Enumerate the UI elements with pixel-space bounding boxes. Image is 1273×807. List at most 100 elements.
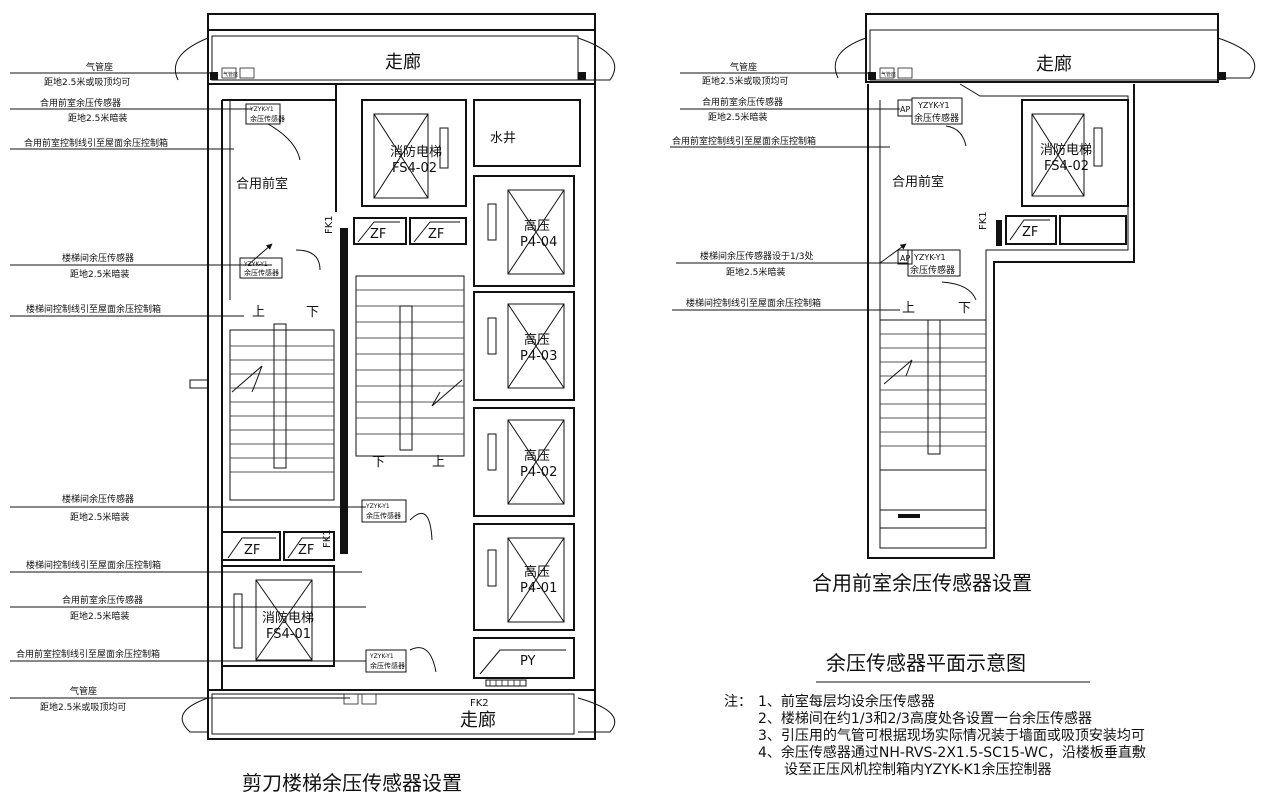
balcony-left-bottom (181, 697, 209, 733)
stair-up-label: 上 (252, 305, 265, 320)
sensor-box (245, 103, 281, 125)
elevator-top-code: FS4-02 (392, 161, 437, 176)
water-shaft-label: 水井 (490, 131, 516, 146)
callout-title: 楼梯间控制线引至屋面余压控制箱 (26, 303, 161, 315)
stair-right-plan: 上 下 (879, 301, 987, 529)
hv-shaft-name: 高压 (524, 332, 550, 348)
right-callouts: 气管座 距地2.5米或吸顶均可 合用前室余压传感器 距地2.5米暗装 合用前室控… (670, 61, 908, 311)
elevator-right-code: FS4-02 (1044, 159, 1089, 174)
callout-title: 气管座 (86, 61, 113, 73)
callout-title: 楼梯间余压传感器 (62, 493, 134, 505)
corridor-right-label: 走廊 (1036, 54, 1072, 75)
sensor-model: YZYK-Y1 (249, 106, 274, 113)
elevator-right-name: 消防电梯 (1040, 142, 1092, 158)
callout-title: 合用前室余压传感器 (702, 96, 783, 108)
corridor-bottom (211, 693, 575, 735)
corridor-top (211, 35, 579, 81)
stair-down-label: 下 (958, 301, 971, 316)
callout-title: 合用前室余压传感器 (40, 97, 121, 109)
stair-left: 上 下 (229, 305, 335, 501)
callout-title: 合用前室余压传感器 (62, 594, 143, 606)
left-plan-outline (207, 13, 596, 740)
callout-detail: 距地2.5米或吸顶均可 (44, 76, 130, 88)
zf-label: ZF (428, 227, 444, 242)
balcony-r-left (834, 37, 867, 79)
elevator-top (361, 99, 467, 207)
notes-block: 注： 1、前室每层均设余压传感器 2、楼梯间在约1/3和2/3高度处各设置一台余压… (724, 694, 1146, 779)
zf-label: ZF (244, 543, 260, 558)
balcony-right-top (577, 37, 616, 81)
sensor-label: 余压传感器 (250, 114, 285, 123)
sensor-model: YZYK-Y1 (913, 253, 946, 262)
sensor-label: 余压传感器 (370, 661, 405, 670)
zf-label: ZF (1022, 225, 1038, 240)
gas-tag: 气管座 (223, 71, 238, 78)
sensor-label: 余压传感器 (366, 511, 401, 520)
left-callouts: 气管座 距地2.5米或吸顶均可 合用前室余压传感器 距地2.5米暗装 合用前室控… (10, 61, 366, 713)
notes-prefix: 注： (724, 694, 752, 710)
hv-shaft-name: 高压 (524, 218, 550, 234)
note-row: 注： 1、前室每层均设余压传感器 (724, 694, 1146, 711)
sensor-model: YZYK-Y1 (917, 101, 950, 110)
right-plan: 气管座 走廊 合用前室 消防电梯 FS4-02 ZF FK1 AP YZYK-Y… (834, 13, 1256, 559)
note-row: 设至正压风机控制箱内YZYK-K1余压控制器 (724, 762, 1146, 779)
stair-up-label: 上 (432, 455, 445, 470)
hv-shaft-code: P4-02 (520, 465, 557, 480)
callout-title: 楼梯间余压传感器设于1/3处 (700, 250, 814, 262)
note-item: 2、楼梯间在约1/3和2/3高度处各设置一台余压传感器 (758, 711, 1092, 727)
callout-detail: 距地2.5米暗装 (70, 511, 129, 523)
balcony-r-right (1217, 37, 1256, 79)
right-plan-title: 合用前室余压传感器设置 (812, 571, 1032, 595)
zf-label: ZF (370, 227, 386, 242)
elevator-bottom (221, 565, 335, 667)
callout-title: 合用前室控制线引至屋面余压控制箱 (16, 648, 160, 660)
sensor-model: YZYK-Y1 (369, 653, 394, 660)
sensor-box (239, 257, 283, 279)
hv-shaft-code: P4-03 (520, 349, 557, 364)
corridor-right (869, 29, 1219, 81)
callout-title: 气管座 (730, 61, 757, 73)
hv-shaft-code: P4-04 (520, 235, 557, 250)
py-label: PY (520, 654, 536, 669)
hv-shaft-code: P4-01 (520, 581, 557, 596)
callout-title: 合用前室控制线引至屋面余压控制箱 (24, 137, 168, 149)
callout-detail: 距地2.5米暗装 (70, 268, 129, 280)
callout-detail: 距地2.5米暗装 (68, 112, 127, 124)
callout-title: 合用前室控制线引至屋面余压控制箱 (672, 135, 816, 147)
ap-label: AP (900, 254, 910, 263)
callout-detail: 距地2.5米暗装 (726, 266, 785, 278)
py-shaft (473, 637, 575, 679)
elevator-top-name: 消防电梯 (390, 144, 442, 160)
note-item: 3、引压用的气管可根据现场实际情况装于墙面或吸顶安装均可 (758, 728, 1145, 744)
stair-up-label: 上 (902, 301, 915, 316)
balcony-right-bottom (577, 697, 616, 733)
callout-detail: 距地2.5米或吸顶均可 (40, 701, 126, 713)
fk1-label: FK1 (324, 215, 335, 234)
sensor-box (361, 499, 407, 523)
fk1-label: FK1 (322, 529, 333, 548)
corridor-top-label: 走廊 (385, 52, 421, 73)
note-row: 3、引压用的气管可根据现场实际情况装于墙面或吸顶安装均可 (724, 728, 1146, 745)
left-plan: 气管座 合用前室 消防电梯 FS4-02 水井 高压 P4-04 (174, 13, 616, 740)
sensor-box (911, 97, 963, 125)
schematic-title: 余压传感器平面示意图 (826, 651, 1026, 675)
elevator-right (1021, 99, 1129, 207)
elevator-bottom-code: FS4-01 (266, 627, 311, 642)
sensor-label: 余压传感器 (244, 268, 279, 277)
front-room-label-right: 合用前室 (892, 174, 944, 190)
front-room-label-top: 合用前室 (236, 176, 288, 192)
hv-shaft-name: 高压 (524, 564, 550, 580)
note-item: 1、前室每层均设余压传感器 (758, 694, 935, 710)
zf-label: ZF (298, 543, 314, 558)
ap-label: AP (900, 105, 910, 114)
stair-right: 下 上 (355, 275, 465, 470)
gas-tag: 气管座 (881, 71, 896, 78)
fk2-label: FK2 (470, 698, 489, 709)
sensor-model: YZYK-Y1 (365, 503, 390, 510)
note-row: 2、楼梯间在约1/3和2/3高度处各设置一台余压传感器 (724, 711, 1146, 728)
left-plan-title: 剪刀楼梯余压传感器设置 (242, 771, 462, 795)
callout-title: 楼梯间余压传感器 (62, 252, 134, 264)
stair-down-label: 下 (306, 305, 319, 320)
note-item: 4、余压传感器通过NH-RVS-2X1.5-SC15-WC，沿楼板垂直敷 (758, 745, 1146, 761)
